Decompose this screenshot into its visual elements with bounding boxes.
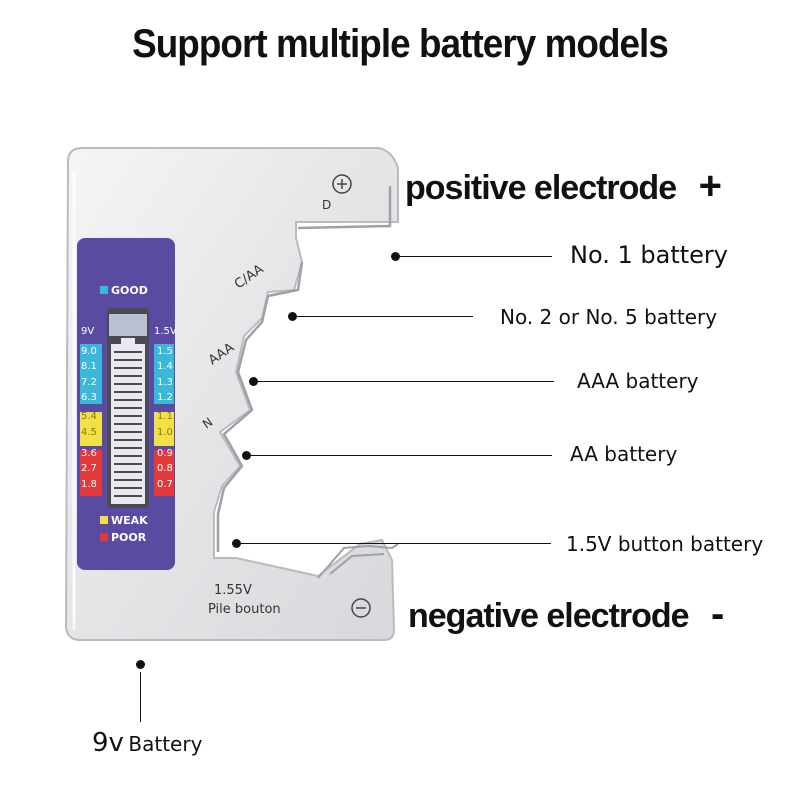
callout-line-aa: [251, 455, 552, 456]
plus-terminal-icon: [332, 174, 352, 194]
callout-aaa: AAA battery: [577, 369, 699, 393]
button-name-label: Pile bouton: [208, 602, 281, 617]
lcd-right-header: 1.5V: [154, 326, 177, 337]
lcd-right-scale-value: 1.2: [157, 392, 173, 403]
nine-v-battery-label: 9v Battery: [92, 728, 202, 758]
lcd-left-scale-value: 6.3: [81, 392, 97, 403]
callout-dot-no1: [391, 252, 400, 261]
lcd-left-scale-value: 3.6: [81, 448, 97, 459]
battery-gauge-segments: [114, 351, 142, 497]
lcd-right-scale-value: 1.1: [157, 411, 173, 422]
positive-electrode-label: positive electrode +: [405, 164, 722, 209]
callout-no1: No. 1 battery: [570, 241, 728, 269]
lcd-right-scale-value: 0.8: [157, 463, 173, 474]
callout-dot-aaa: [249, 377, 258, 386]
lcd-right-scale-value: 0.9: [157, 448, 173, 459]
nine-v-suffix: Battery: [128, 732, 203, 756]
button-voltage-label: 1.55V: [214, 583, 252, 598]
callout-button: 1.5V button battery: [566, 532, 764, 556]
lcd-left-scale-value: 4.5: [81, 427, 97, 438]
callout-no2: No. 2 or No. 5 battery: [500, 305, 718, 329]
lcd-right-scale-value: 1.0: [157, 427, 173, 438]
lcd-poor-label: POOR: [111, 531, 147, 544]
plus-sign: +: [698, 164, 722, 208]
nine-v-prefix: 9v: [92, 728, 124, 758]
lcd-left-scale-value: 8.1: [81, 361, 97, 372]
battery-slot-edge: [216, 186, 392, 552]
callout-dot-aa: [242, 451, 251, 460]
button-battery-clip: [317, 543, 399, 579]
lcd-left-scale-value: 1.8: [81, 479, 97, 490]
lcd-right-scale-value: 1.4: [157, 361, 173, 372]
lcd-right-scale-value: 1.3: [157, 377, 173, 388]
slot-label-d: D: [322, 198, 332, 212]
callout-line-no1: [400, 256, 552, 257]
negative-electrode-label: negative electrode -: [408, 592, 724, 637]
minus-terminal-icon: [351, 598, 371, 618]
callout-aa: AA battery: [570, 442, 678, 466]
lcd-left-scale-value: 7.2: [81, 377, 97, 388]
lcd-left-scale-value: 2.7: [81, 463, 97, 474]
callout-line-9v: [140, 672, 141, 722]
negative-electrode-text: negative electrode: [408, 597, 690, 635]
page-title: Support multiple battery models: [132, 22, 669, 66]
callout-line-aaa: [258, 381, 554, 382]
lcd-right-scale-value: 1.5: [157, 346, 173, 357]
lcd-weak-label: WEAK: [111, 514, 148, 527]
lcd-left-scale-value: 9.0: [81, 346, 97, 357]
positive-electrode-text: positive electrode: [405, 169, 677, 207]
callout-line-no2: [297, 316, 473, 317]
lcd-right-scale-value: 0.7: [157, 479, 173, 490]
lcd-left-header: 9V: [81, 326, 95, 337]
callout-dot-9v: [136, 660, 145, 669]
lcd-good-label: GOOD: [111, 284, 148, 297]
lcd-left-scale-value: 5.4: [81, 411, 97, 422]
callout-line-button: [241, 543, 551, 544]
callout-dot-button: [232, 539, 241, 548]
callout-dot-no2: [288, 312, 297, 321]
minus-sign: -: [711, 592, 724, 636]
